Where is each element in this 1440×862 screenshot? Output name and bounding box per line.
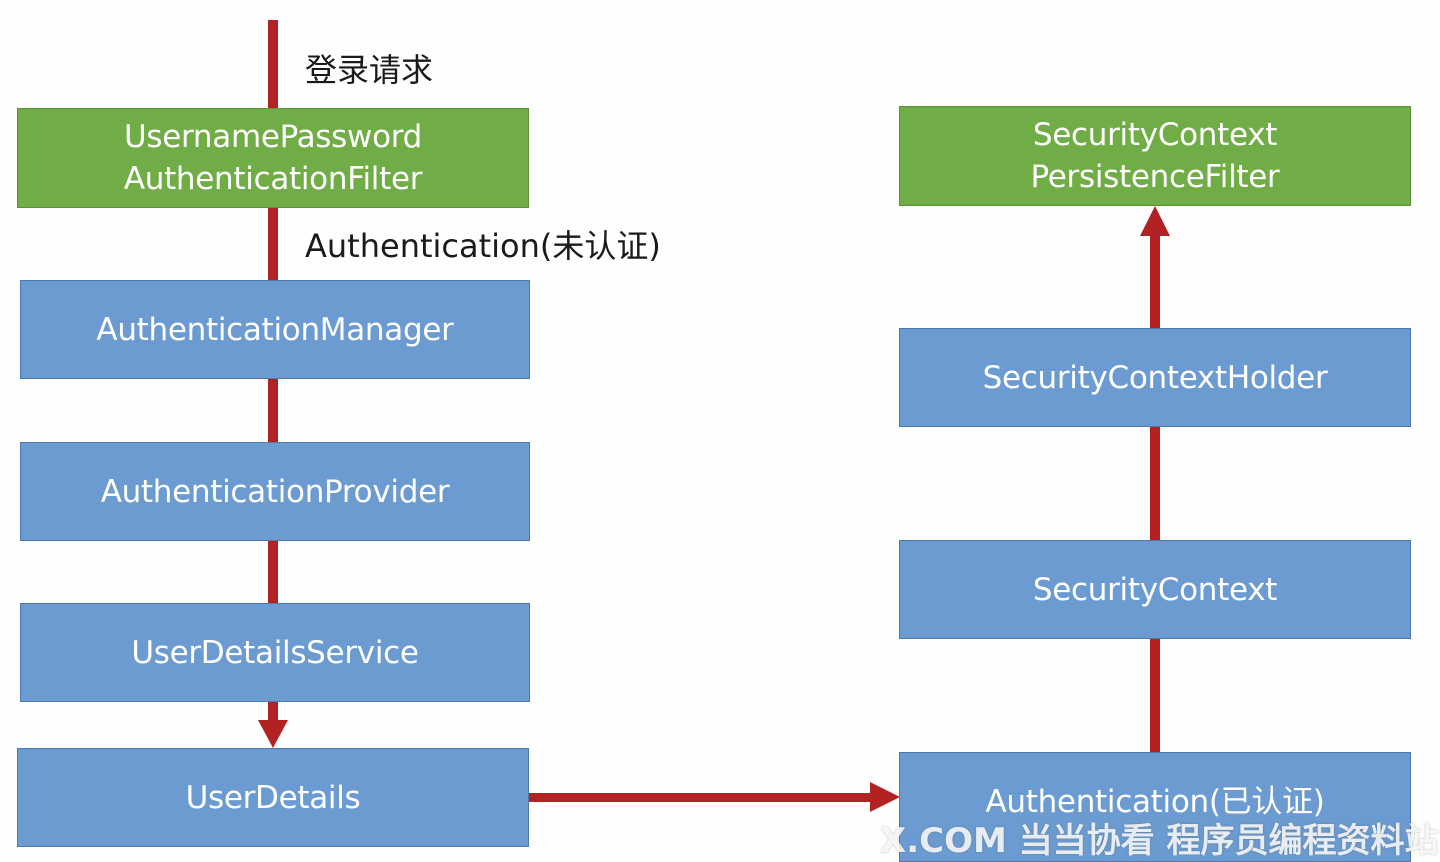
login-request-label: 登录请求 <box>305 51 434 89</box>
security-context-label: SecurityContext <box>1032 571 1278 608</box>
authentication-authenticated-label: Authentication(已认证) <box>985 784 1325 820</box>
user-details-box: UserDetails <box>17 748 529 847</box>
holder-to-filter-arrowhead <box>1140 206 1170 236</box>
authentication-manager-label: AuthenticationManager <box>96 311 454 348</box>
user-details-label: UserDetails <box>185 779 361 816</box>
security-context-persistence-filter-box: SecurityContext PersistenceFilter <box>899 106 1411 206</box>
user-details-service-box: UserDetailsService <box>20 603 530 702</box>
username-password-auth-filter-box: UsernamePassword AuthenticationFilter <box>17 108 529 208</box>
authentication-provider-label: AuthenticationProvider <box>100 473 450 510</box>
filter-to-manager-line <box>268 206 278 282</box>
auth-unauthenticated-label: Authentication(未认证) <box>305 227 661 265</box>
login-request-line <box>268 20 278 112</box>
authentication-authenticated-box: Authentication(已认证) <box>899 752 1411 862</box>
context-to-holder-line <box>1150 426 1160 542</box>
persistence-filter-line2: PersistenceFilter <box>1030 159 1280 195</box>
persistence-filter-line1: SecurityContext <box>1032 117 1278 153</box>
security-context-holder-label: SecurityContextHolder <box>982 359 1328 396</box>
service-to-userdetails-arrowhead <box>258 720 288 748</box>
authentication-manager-box: AuthenticationManager <box>20 280 530 379</box>
watermark-text: X.COM 当当协看 程序员编程资料站 <box>880 821 1439 861</box>
auth-to-context-line <box>1150 638 1160 754</box>
userdetails-to-auth-arrowhead <box>870 782 900 812</box>
provider-to-service-line <box>268 540 278 606</box>
holder-to-filter-line <box>1150 232 1160 330</box>
userdetails-to-auth-line <box>528 793 872 802</box>
service-to-userdetails-line <box>268 700 278 724</box>
security-context-box: SecurityContext <box>899 540 1411 639</box>
security-context-holder-box: SecurityContextHolder <box>899 328 1411 427</box>
authentication-provider-box: AuthenticationProvider <box>20 442 530 541</box>
filter-line1: UsernamePassword <box>123 119 423 155</box>
user-details-service-label: UserDetailsService <box>131 634 419 671</box>
filter-line2: AuthenticationFilter <box>123 161 423 197</box>
manager-to-provider-line <box>268 378 278 444</box>
